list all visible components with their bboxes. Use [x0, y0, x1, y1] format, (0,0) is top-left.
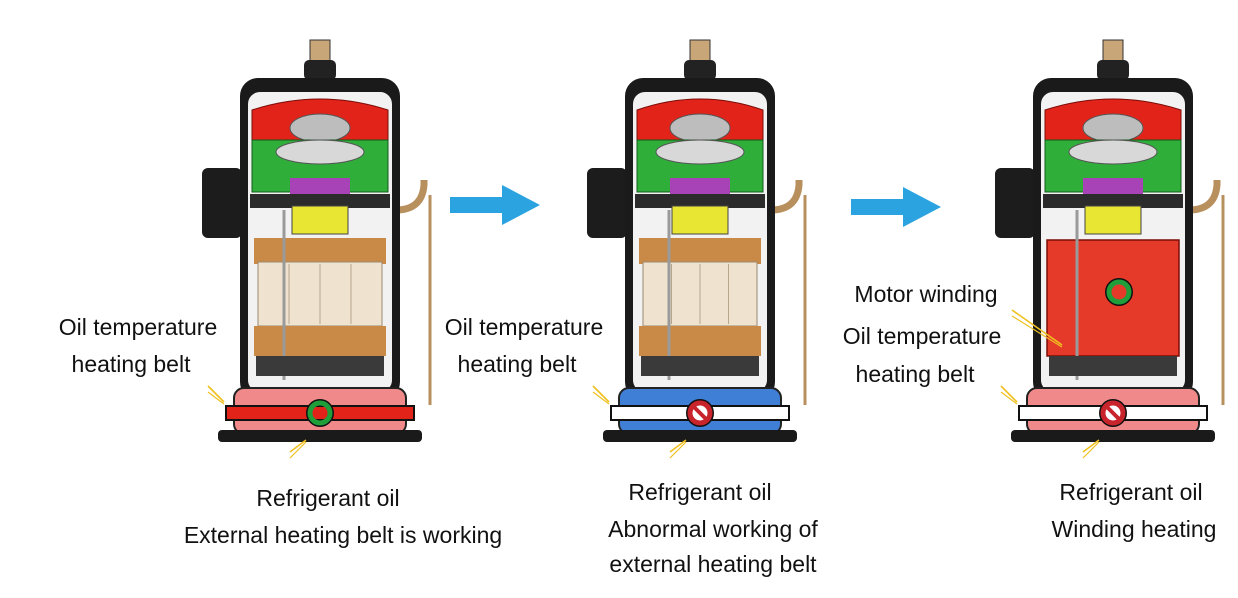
caption-line2-p3: Winding heating: [1051, 516, 1217, 542]
pointer-line: [592, 385, 610, 403]
belt-label-line2-p2: heating belt: [457, 351, 577, 377]
mounting-base: [603, 430, 797, 442]
winding-label-p3: Motor winding: [854, 281, 998, 307]
caption-line1-p2: Refrigerant oil: [628, 479, 772, 505]
caption-line1-p1: Refrigerant oil: [256, 485, 400, 511]
pointer-line: [669, 441, 687, 459]
pointer-line: [1000, 385, 1018, 403]
mounting-base: [1011, 430, 1215, 442]
frame-plate: [250, 194, 390, 208]
compressor-panel-3: [995, 39, 1225, 459]
belt-label-line1-p1: Oil temperature: [58, 314, 218, 340]
pointer-line: [207, 385, 225, 403]
pointer-line: [207, 391, 225, 405]
lower-winding: [254, 326, 386, 356]
ok-ring-icon: [1106, 279, 1132, 305]
belt-label-line2-p3: heating belt: [855, 361, 975, 387]
terminal-box: [202, 168, 242, 238]
discharge-pipe: [770, 180, 803, 214]
suction-fitting: [689, 39, 711, 63]
pointer-line: [1011, 309, 1063, 346]
ok-ring-icon: [307, 400, 333, 426]
caption-line2-p1: External heating belt is working: [183, 522, 503, 548]
upper-winding: [254, 238, 386, 264]
discharge-pipe: [1188, 180, 1221, 214]
rotor-top: [671, 205, 729, 235]
pointer-line: [1000, 391, 1018, 405]
pointer-line: [289, 439, 307, 453]
pointer-line: [1011, 315, 1063, 348]
heating-belt: [225, 405, 415, 421]
caption-line3-p2: external heating belt: [609, 551, 817, 577]
scroll-plate: [1082, 113, 1144, 143]
counterweight: [290, 178, 350, 194]
crank-disc: [1068, 139, 1158, 165]
lower-winding: [639, 326, 761, 356]
caption-line2-p2: Abnormal working of: [608, 516, 818, 542]
fitting-base: [304, 60, 336, 80]
terminal-box: [587, 168, 627, 238]
compressor-panel-1: [202, 39, 432, 459]
crank-disc: [655, 139, 745, 165]
counterweight: [670, 178, 730, 194]
mounting-base: [218, 430, 422, 442]
fitting-base: [684, 60, 716, 80]
lower-bearing: [1049, 356, 1177, 376]
discharge-pipe: [395, 180, 428, 214]
counterweight: [1083, 178, 1143, 194]
belt-label-line1-p3: Oil temperature: [842, 323, 1002, 349]
fitting-base: [1097, 60, 1129, 80]
lower-bearing: [256, 356, 384, 376]
pointer-line: [289, 441, 307, 459]
caption-line1-p3: Refrigerant oil: [1059, 479, 1203, 505]
terminal-box: [995, 168, 1035, 238]
lower-bearing: [641, 356, 759, 376]
scroll-plate: [669, 113, 731, 143]
pointer-line: [1082, 441, 1100, 459]
prohibited-slash: [1105, 405, 1121, 421]
belt-label-line1-p2: Oil temperature: [444, 314, 604, 340]
pointer-line: [669, 439, 687, 453]
upper-winding: [639, 238, 761, 264]
suction-fitting: [309, 39, 331, 63]
right-arrow-icon: [851, 187, 941, 227]
crank-disc: [275, 139, 365, 165]
pointer-line: [1082, 439, 1100, 453]
scroll-plate: [289, 113, 351, 143]
prohibited-slash: [692, 405, 708, 421]
right-arrow-icon: [450, 185, 540, 225]
frame-plate: [1043, 194, 1183, 208]
rotor-top: [1084, 205, 1142, 235]
rotor-top: [291, 205, 349, 235]
suction-fitting: [1102, 39, 1124, 63]
pointer-line: [592, 391, 610, 405]
compressor-panel-2: [587, 39, 807, 459]
belt-label-line2-p1: heating belt: [71, 351, 191, 377]
frame-plate: [635, 194, 765, 208]
